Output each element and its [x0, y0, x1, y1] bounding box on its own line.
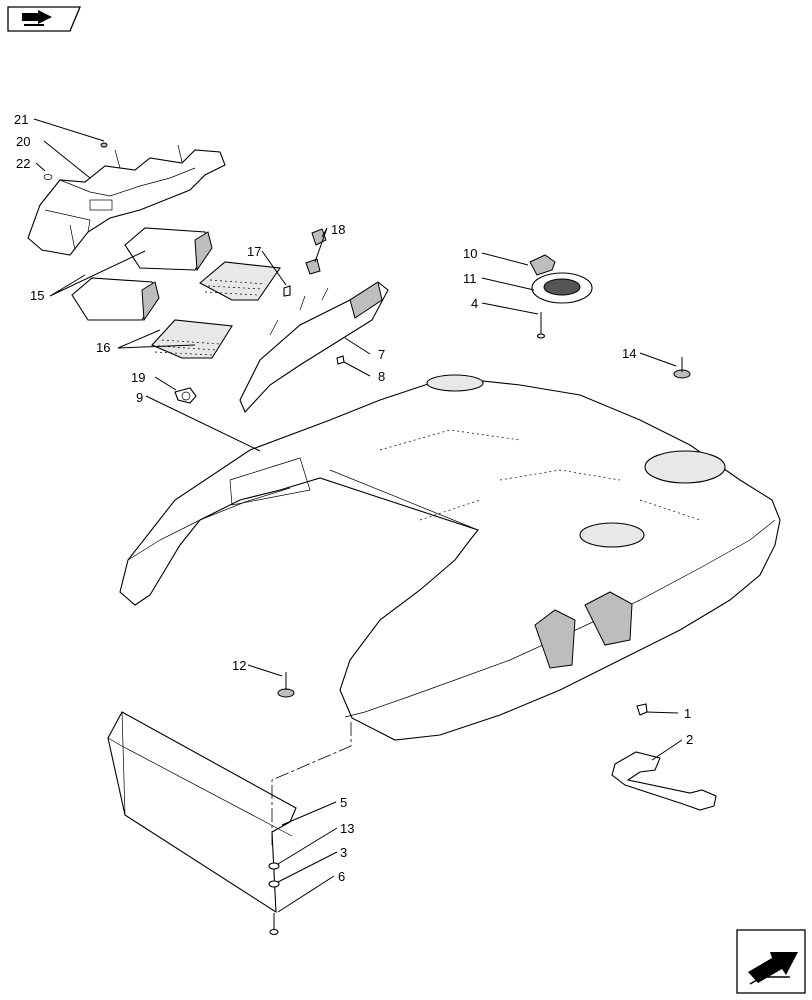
callout-13: 13 — [340, 821, 354, 836]
bracket-part-7 — [239, 281, 389, 414]
fastener-part-21 — [100, 142, 108, 148]
clip-part-10 — [529, 254, 556, 276]
grab-handle-part-2 — [611, 751, 717, 811]
callout-11: 11 — [463, 271, 477, 286]
callout-10: 10 — [463, 246, 477, 261]
callout-9: 9 — [136, 390, 143, 405]
air-duct-part-20 — [27, 144, 226, 256]
callout-4: 4 — [471, 296, 478, 311]
washer-part-3 — [268, 880, 280, 888]
air-vent-part-15-a — [124, 227, 213, 272]
bolt-part-6 — [269, 913, 279, 936]
screw-part-12 — [277, 672, 295, 698]
callout-7: 7 — [378, 347, 385, 362]
callout-14: 14 — [622, 346, 636, 361]
screw-part-4 — [536, 312, 546, 339]
bolt-part-1 — [636, 703, 648, 716]
screw-part-8 — [336, 355, 345, 365]
callout-18: 18 — [331, 222, 345, 237]
clip-part-17 — [283, 285, 291, 297]
callout-leaders — [33, 118, 683, 913]
callout-3: 3 — [340, 845, 347, 860]
grille-part-16-b — [151, 319, 233, 359]
callout-1: 1 — [684, 706, 691, 721]
washer-part-22 — [43, 174, 53, 180]
callout-17: 17 — [247, 244, 261, 259]
panel-part-5 — [107, 711, 297, 914]
next-page-arrow-icon[interactable] — [736, 929, 806, 994]
callout-12: 12 — [232, 658, 246, 673]
callout-16: 16 — [96, 340, 110, 355]
callout-2: 2 — [686, 732, 693, 747]
callout-6: 6 — [338, 869, 345, 884]
callout-22: 22 — [16, 156, 30, 171]
callout-15: 15 — [30, 288, 44, 303]
callout-20: 20 — [16, 134, 30, 149]
callout-labels: 21 20 22 15 16 17 18 19 9 7 8 10 11 4 14… — [14, 112, 693, 884]
assembly-centerline — [271, 722, 352, 848]
headliner-part-9 — [119, 374, 781, 741]
grille-part-16-a — [199, 261, 281, 301]
screw-part-14 — [673, 357, 691, 379]
air-vent-part-15-b — [71, 277, 160, 322]
washer-part-13 — [268, 862, 280, 870]
callout-21: 21 — [14, 112, 28, 127]
callout-19: 19 — [131, 370, 145, 385]
speaker-grille-part-11 — [531, 272, 593, 304]
callout-8: 8 — [378, 369, 385, 384]
callout-5: 5 — [340, 795, 347, 810]
flip-page-arrow-icon[interactable] — [7, 6, 81, 32]
sensor-part-19 — [174, 387, 197, 404]
